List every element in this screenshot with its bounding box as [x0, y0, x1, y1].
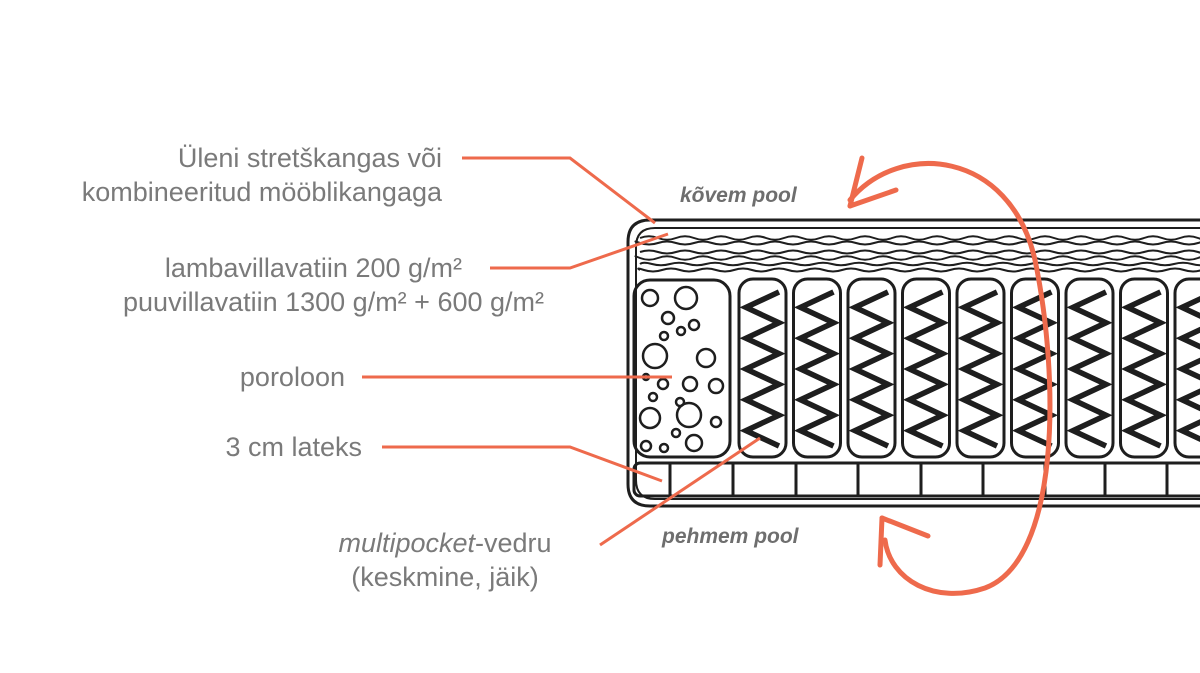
foam-bubble — [638, 406, 662, 430]
foam-bubble — [641, 342, 669, 370]
latex-label-text: 3 cm lateks — [225, 432, 362, 462]
spring-label-rest: -vedru — [475, 528, 552, 558]
spring-pocket — [1119, 277, 1169, 459]
foam-bubble — [658, 442, 670, 454]
cover-label-line-2: kombineeritud mööblikangaga — [81, 177, 442, 207]
wool-wave-line — [634, 255, 1200, 261]
cover-label: Üleni stretškangas või kombineeritud möö… — [82, 141, 442, 209]
cover-label-line-1: Üleni stretškangas või — [177, 143, 442, 173]
foam-bubble — [709, 415, 723, 429]
bottom-side-label: pehmem pool — [662, 525, 799, 548]
foam-bubble — [675, 325, 687, 337]
mattress-inner-outline — [635, 227, 1200, 500]
flip-arrow — [847, 155, 1053, 596]
spring-coil — [1120, 289, 1168, 449]
foam-bubble — [695, 347, 717, 369]
foam-bubble — [687, 318, 701, 332]
spring-coil — [902, 289, 950, 449]
spring-coil — [793, 289, 841, 449]
spring-pocket — [846, 277, 897, 459]
foam-bubble — [639, 439, 653, 453]
foam-bubbles — [638, 285, 725, 454]
leader-wool — [490, 232, 669, 270]
latex-label: 3 cm lateks — [225, 430, 362, 464]
wool-layers — [634, 235, 1200, 273]
leader-cover — [462, 156, 656, 225]
spring-pocket — [1173, 277, 1200, 459]
spring-label-italic: multipocket — [338, 528, 476, 558]
latex-strip — [632, 461, 1200, 498]
top-side-label: kõvem pool — [680, 184, 797, 207]
spring-label-line-1: multipocket-vedru — [290, 526, 600, 560]
mattress-cross-section — [626, 218, 1200, 508]
latex-band — [632, 461, 1200, 498]
spring-coil — [1175, 295, 1200, 443]
spring-pocket — [955, 277, 1006, 459]
spring-coil — [1066, 289, 1113, 449]
foam-bubble — [684, 433, 704, 453]
foam-bubble — [640, 288, 660, 308]
foam-bubble — [675, 401, 703, 429]
wool-wave-line — [639, 235, 1200, 241]
foam-bubble — [707, 377, 725, 395]
foam-bubble — [660, 310, 676, 326]
leader-spring — [599, 436, 761, 547]
spring-coil — [1011, 289, 1059, 449]
foam-bubble — [673, 285, 699, 311]
foam-label: poroloon — [240, 360, 345, 394]
wool-wave-line — [637, 267, 1200, 273]
spring-coil — [739, 289, 786, 449]
wool-label-line-2: puuvillavatiin 1300 g/m² + 600 g/m² — [123, 287, 544, 317]
spring-pocket — [1064, 277, 1115, 459]
spring-label: multipocket-vedru (keskmine, jäik) — [290, 526, 600, 594]
wool-wave-line — [639, 249, 1200, 255]
spring-coil — [848, 289, 895, 449]
spring-pocket — [901, 277, 951, 459]
spring-label-line-2: (keskmine, jäik) — [351, 562, 539, 592]
foam-bubble — [656, 377, 670, 391]
foam-bubble — [647, 391, 659, 403]
foam-bubble — [681, 375, 699, 393]
spring-coil — [957, 289, 1004, 449]
foam-bubble — [670, 427, 682, 439]
foam-bubble — [658, 330, 670, 342]
wool-label-line-1: lambavillavatiin 200 g/m² — [164, 253, 462, 283]
mattress-outline — [626, 218, 1200, 508]
spring-pocket — [1010, 277, 1060, 459]
foam-block — [632, 278, 732, 459]
leader-latex — [382, 445, 663, 483]
leader-lines — [362, 156, 761, 547]
spring-pocket — [792, 277, 842, 459]
spring-pockets — [737, 277, 1200, 459]
wool-label: lambavillavatiin 200 g/m² puuvillavatiin… — [123, 251, 544, 319]
wool-wave-line — [634, 240, 1200, 246]
foam-label-text: poroloon — [239, 362, 345, 392]
wool-wave-line — [639, 261, 1200, 267]
spring-pocket — [737, 277, 788, 459]
